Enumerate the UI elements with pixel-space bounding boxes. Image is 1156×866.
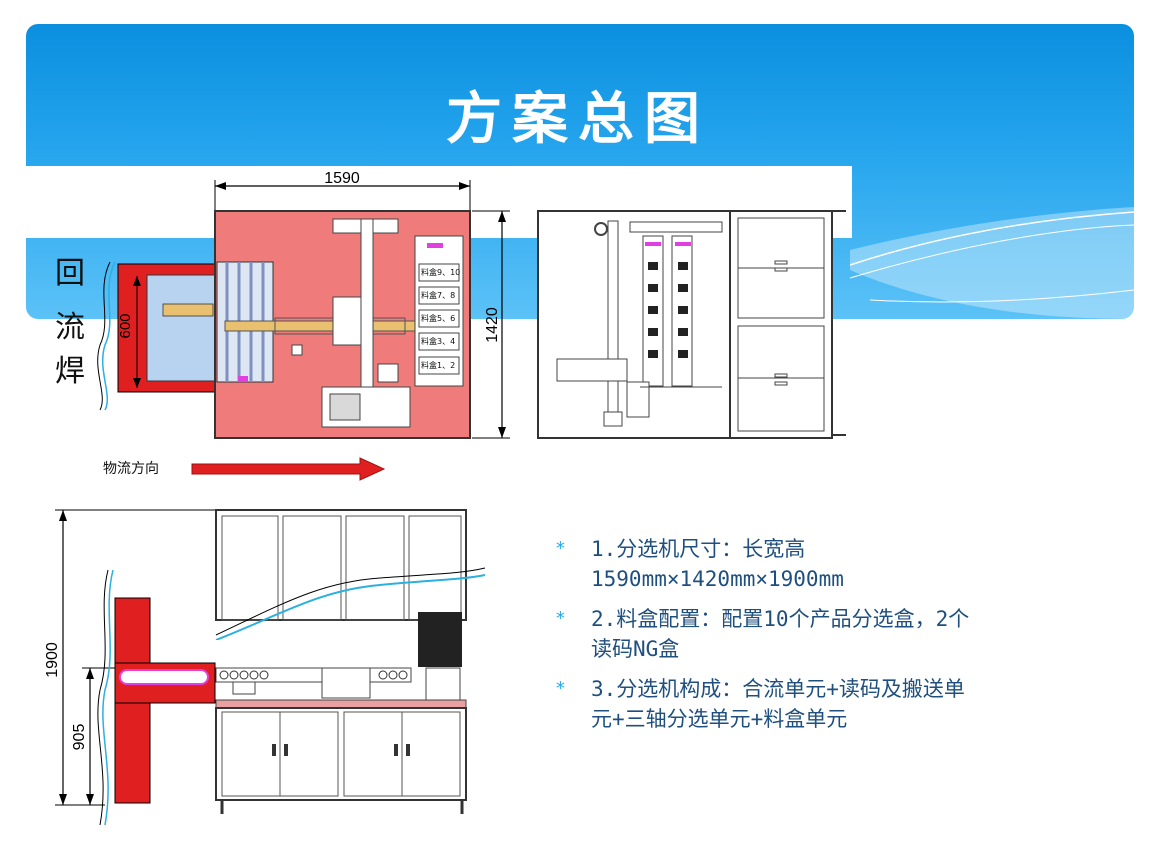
front-height-dim: 1900 [44, 642, 61, 678]
header-wave-line [849, 224, 1135, 279]
header-wave [850, 207, 1134, 319]
reflow-label-char: 流 [55, 310, 85, 345]
reflow-mesh [146, 274, 216, 382]
bin-label: 料盒5、6 [421, 313, 455, 323]
bullet-line: 3.分选机构成：合流单元+读码及搬送单 [591, 677, 965, 701]
bullet-line: 2.料盒配置：配置10个产品分选盒，2个 [591, 607, 970, 631]
bullet-marker: * [555, 538, 566, 559]
top-view: 1590 1420 600 [97, 170, 510, 439]
bin-label: 料盒1、2 [421, 360, 455, 370]
conveyor-dim: 905 [71, 724, 88, 751]
header-wave-line [869, 289, 1135, 303]
front-view: 1900 905 [44, 509, 486, 826]
reflow-label-char: 焊 [55, 354, 85, 389]
bullet-item: * 2.料盒配置：配置10个产品分选盒，2个 读码NG盒 [555, 604, 1115, 664]
bullet-line: 1.分选机尺寸：长宽高 [591, 537, 806, 561]
header-wave-line [849, 211, 1135, 266]
flow-direction-label: 物流方向 [103, 461, 159, 477]
bin-label: 料盒7、8 [421, 290, 455, 300]
bullet-item: * 1.分选机尺寸：长宽高 1590mm×1420mm×1900mm [555, 534, 1115, 594]
bullet-line: 1590mm×1420mm×1900mm [591, 567, 844, 591]
bin-label: 料盒9、10 [421, 267, 460, 277]
top-width-dim: 1590 [324, 170, 360, 187]
bin-label: 料盒3、4 [421, 336, 455, 346]
bullet-line: 元+三轴分选单元+料盒单元 [591, 707, 848, 731]
side-view [537, 210, 846, 439]
reflow-dim: 600 [117, 313, 134, 338]
bullet-line: 读码NG盒 [591, 637, 680, 661]
bullet-list: * 1.分选机尺寸：长宽高 1590mm×1420mm×1900mm * 2.料… [555, 534, 1115, 744]
flow-arrow [191, 457, 386, 481]
slide-title: 方案总图 [446, 86, 710, 152]
bullet-marker: * [555, 678, 566, 699]
top-depth-dim: 1420 [484, 307, 501, 343]
bullet-item: * 3.分选机构成：合流单元+读码及搬送单 元+三轴分选单元+料盒单元 [555, 674, 1115, 734]
bullet-marker: * [555, 608, 566, 629]
reflow-label-char: 回 [55, 256, 85, 291]
